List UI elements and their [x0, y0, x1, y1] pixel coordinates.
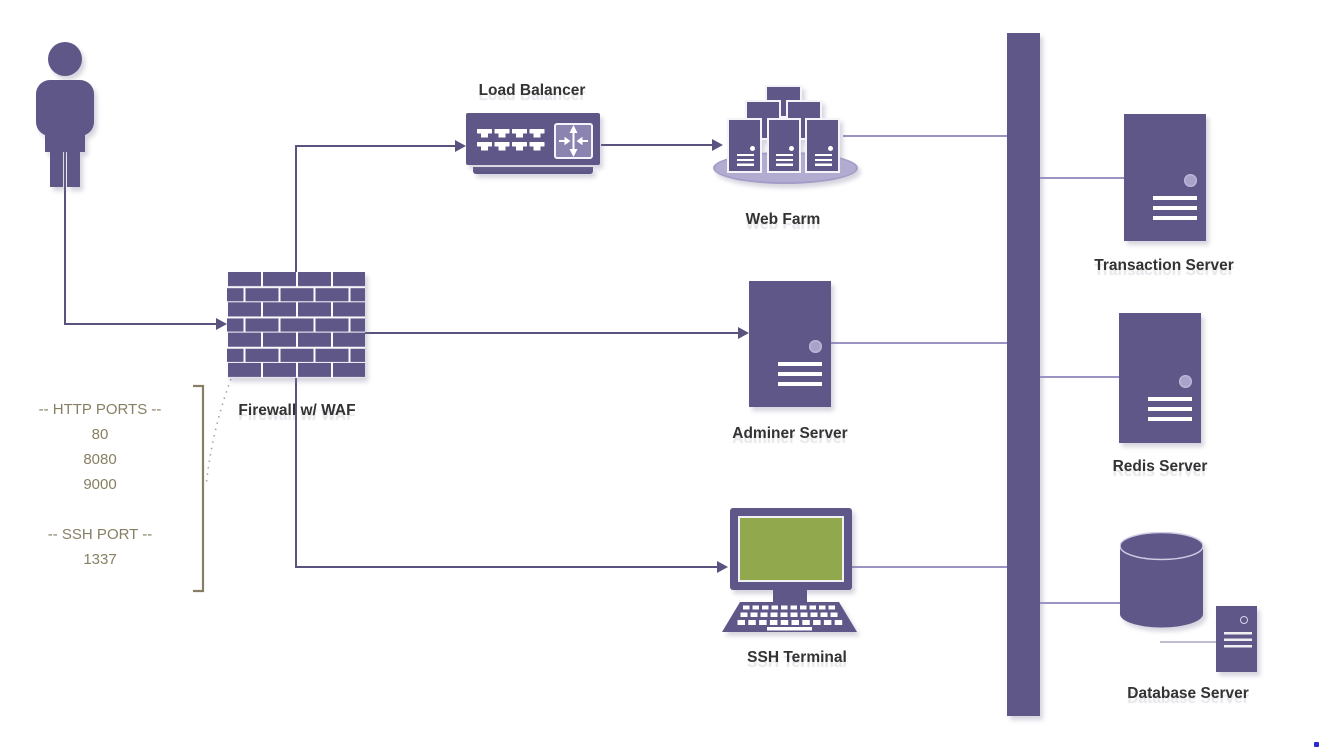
- led-icon: [1240, 616, 1248, 624]
- arrowhead-user-to-firewall: [216, 318, 227, 330]
- monitor-frame-icon: [730, 508, 852, 590]
- load-balancer-stand: [473, 167, 593, 174]
- ssh-port-title: -- SSH PORT --: [47, 526, 153, 543]
- vents-icon: [1148, 397, 1192, 422]
- database-server-label: Database Server: [1127, 685, 1249, 702]
- database-server-node: [1119, 531, 1204, 628]
- vents-icon: [778, 362, 822, 387]
- database-cylinder-icon: [1119, 531, 1204, 628]
- brick-wall-icon: [227, 272, 365, 378]
- redis-server-node: [1119, 313, 1201, 443]
- ports-spacer: [25, 497, 175, 522]
- http-port-8080: 8080: [83, 451, 117, 468]
- ports-bracket: [193, 384, 205, 593]
- adminer-server-label: Adminer Server: [732, 425, 848, 442]
- http-port-80: 80: [91, 426, 109, 443]
- redis-server-label: Redis Server: [1112, 458, 1208, 475]
- vents-icon: [1153, 196, 1197, 221]
- edge-firewall-to-loadbalancer: [295, 145, 455, 272]
- transaction-server-node: [1124, 114, 1206, 241]
- web-farm-node: [713, 85, 858, 185]
- edge-firewall-to-ports-note: [205, 378, 232, 487]
- load-balancer-icon: [466, 113, 600, 165]
- adminer-server-node: [749, 281, 831, 407]
- ssh-terminal-node: [722, 505, 867, 640]
- edge-firewall-to-ssh: [295, 378, 717, 568]
- monitor-stand: [773, 590, 807, 604]
- arrowhead-firewall-to-loadbalancer: [455, 140, 466, 152]
- server-front-left-icon: [727, 118, 762, 173]
- ssh-terminal-label: SSH Terminal: [747, 649, 847, 666]
- vents-icon: [1224, 632, 1252, 648]
- load-balancer-label: Load Balancer: [478, 82, 586, 99]
- led-icon: [1179, 375, 1192, 388]
- database-unit-server-node: [1216, 606, 1257, 672]
- web-farm-label: Web Farm: [745, 211, 821, 228]
- firewall-node: [227, 272, 365, 378]
- server-front-right-icon: [805, 118, 840, 173]
- http-port-9000: 9000: [83, 476, 117, 493]
- blue-dot-artifact: [1314, 742, 1319, 747]
- http-ports-title: -- HTTP PORTS --: [38, 401, 162, 418]
- load-balancer-node: [466, 113, 600, 165]
- arrowhead-firewall-to-adminer: [738, 327, 749, 339]
- terminal-screen: [738, 516, 844, 582]
- user-node: [33, 42, 97, 187]
- led-icon: [1184, 174, 1197, 187]
- network-backbone-bar: [1007, 33, 1040, 716]
- led-icon: [809, 340, 822, 353]
- server-front-center-icon: [767, 118, 801, 173]
- ssh-port-1337: 1337: [83, 551, 117, 568]
- person-icon: [36, 42, 94, 187]
- firewall-label: Firewall w/ WAF: [238, 402, 356, 419]
- balance-arrows-icon: [554, 123, 593, 159]
- ports-annotation: -- HTTP PORTS -- 80 8080 9000 -- SSH POR…: [25, 397, 175, 572]
- transaction-server-label: Transaction Server: [1094, 257, 1234, 274]
- keyboard-icon: [722, 602, 857, 632]
